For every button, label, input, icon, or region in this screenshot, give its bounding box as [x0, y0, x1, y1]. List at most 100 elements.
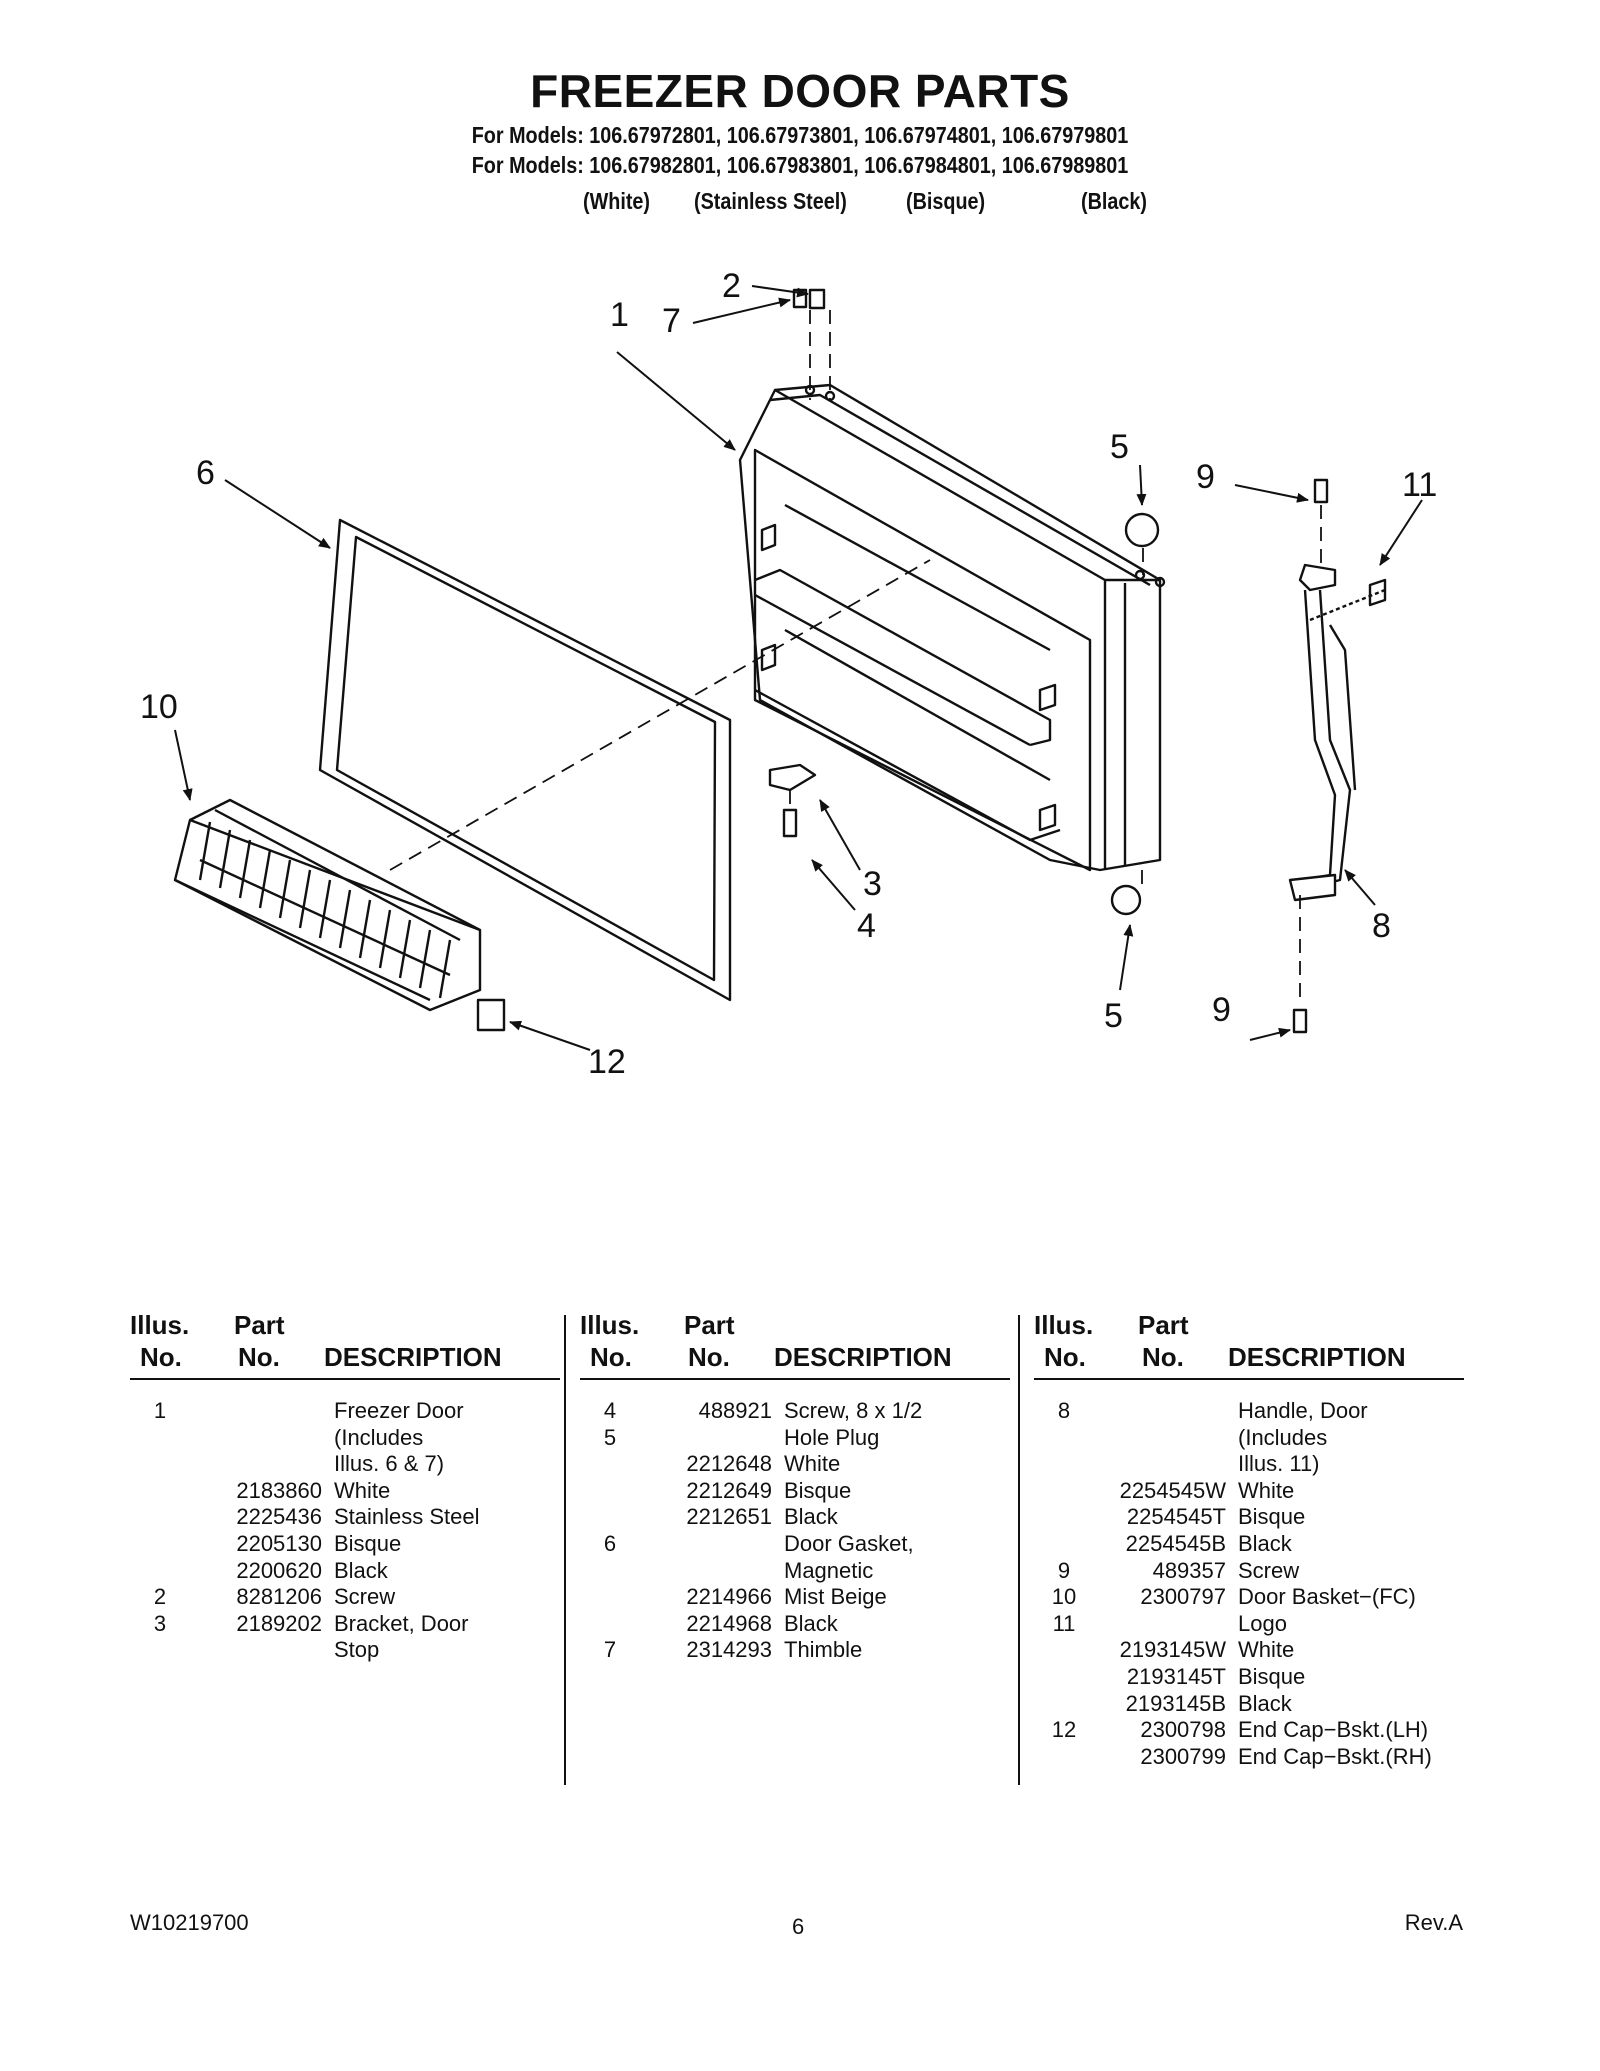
part-description: Hole Plug — [784, 1424, 880, 1450]
models-line-2: For Models: 106.67982801, 106.67983801, … — [471, 152, 1129, 178]
part-description: (Includes — [334, 1424, 424, 1450]
page-number: 6 — [792, 1914, 805, 1939]
part-number: 8281206 — [236, 1584, 322, 1610]
table-row: Magnetic — [580, 1558, 1010, 1585]
part-description: Bracket, Door — [334, 1610, 469, 1636]
illus-number: 3 — [153, 1610, 167, 1636]
part-number: 2254545B — [1125, 1530, 1226, 1556]
header-illus: Illus. — [1034, 1310, 1094, 1340]
callout-7: 7 — [662, 302, 681, 340]
part-number: 2212648 — [686, 1451, 772, 1477]
illus-number: 4 — [603, 1398, 617, 1423]
header-illus: Illus. — [130, 1310, 190, 1340]
table-row: 2254545B Black — [1034, 1531, 1464, 1558]
table-row: (Includes — [130, 1425, 560, 1452]
part-number: 488921 — [698, 1398, 772, 1423]
part-description: Bisque — [784, 1477, 852, 1503]
part-description: Screw, 8 x 1/2 — [784, 1398, 923, 1423]
callout-8: 8 — [1372, 907, 1391, 945]
assembly-guide-lines — [389, 310, 1322, 1005]
table-row: 2183860 White — [130, 1478, 560, 1505]
part-number: 2300798 — [1140, 1717, 1226, 1743]
color-label-white: (White) — [583, 188, 651, 214]
header-description: DESCRIPTION — [324, 1342, 502, 1372]
part-number: 2314293 — [686, 1637, 772, 1663]
part-description: Bisque — [1238, 1504, 1306, 1530]
callout-11: 11 — [1402, 466, 1437, 504]
part-description: Door Gasket, — [784, 1530, 914, 1556]
part-description: Screw — [1238, 1557, 1300, 1583]
callout-9-top: 9 — [1196, 458, 1215, 496]
color-label-black: (Black) — [1081, 188, 1147, 214]
callout-5-bottom: 5 — [1104, 997, 1123, 1035]
part-number: 489357 — [1152, 1557, 1226, 1583]
callout-9-bottom: 9 — [1212, 991, 1231, 1029]
table-row: Stop — [130, 1637, 560, 1664]
part-description: Door Basket−(FC) — [1238, 1584, 1416, 1610]
part-number: 2183860 — [236, 1477, 322, 1503]
callout-6: 6 — [196, 454, 215, 492]
table-row: 2193145T Bisque — [1034, 1664, 1464, 1691]
table-header: Illus. No. Part No. DESCRIPTION — [580, 1310, 1010, 1380]
part-number: 2205130 — [236, 1530, 322, 1556]
part-number: 2300797 — [1140, 1584, 1226, 1610]
header-description: DESCRIPTION — [1228, 1342, 1406, 1372]
callout-12: 12 — [588, 1043, 626, 1081]
table-row: 10 2300797 Door Basket−(FC) — [1034, 1584, 1464, 1611]
callout-2: 2 — [722, 267, 741, 305]
illus-number: 11 — [1052, 1610, 1076, 1636]
part-description: White — [334, 1477, 391, 1503]
callout-5-top: 5 — [1110, 428, 1129, 466]
callout-1: 1 — [610, 296, 629, 334]
part-description: Illus. 6 & 7) — [334, 1451, 445, 1477]
part-number: 2193145W — [1119, 1637, 1226, 1663]
part-number: 2212651 — [686, 1504, 772, 1530]
color-label-stainless: (Stainless Steel) — [694, 188, 847, 214]
callout-4: 4 — [857, 907, 876, 945]
part-description: Black — [1238, 1530, 1292, 1556]
part-description: Illus. 11) — [1238, 1451, 1320, 1477]
illus-number: 10 — [1051, 1584, 1077, 1610]
header-part-no: No. — [688, 1342, 730, 1372]
header-part: Part — [684, 1310, 735, 1340]
table-header: Illus. No. Part No. DESCRIPTION — [1034, 1310, 1464, 1380]
revision-label: Rev.A — [1404, 1910, 1463, 1935]
small-parts-drawing — [476, 288, 1329, 1034]
part-description: End Cap−Bskt.(LH) — [1238, 1717, 1429, 1743]
parts-table-column-2: Illus. No. Part No. DESCRIPTION 4 488921 S… — [580, 1310, 1010, 1664]
part-number: 2193145T — [1126, 1663, 1226, 1689]
callout-10: 10 — [140, 688, 178, 726]
part-number: 2254545W — [1119, 1477, 1226, 1503]
part-description: (Includes — [1238, 1424, 1328, 1450]
part-description: Bisque — [1238, 1663, 1306, 1689]
header-illus-no: No. — [140, 1342, 182, 1372]
models-line-1: For Models: 106.67972801, 106.67973801, … — [471, 122, 1129, 148]
document-number: W10219700 — [130, 1910, 249, 1935]
column-divider — [1018, 1315, 1020, 1785]
part-description: Mist Beige — [784, 1584, 887, 1610]
column-divider — [564, 1315, 566, 1785]
header-part-no: No. — [1142, 1342, 1184, 1372]
part-number: 2193145B — [1125, 1690, 1226, 1716]
